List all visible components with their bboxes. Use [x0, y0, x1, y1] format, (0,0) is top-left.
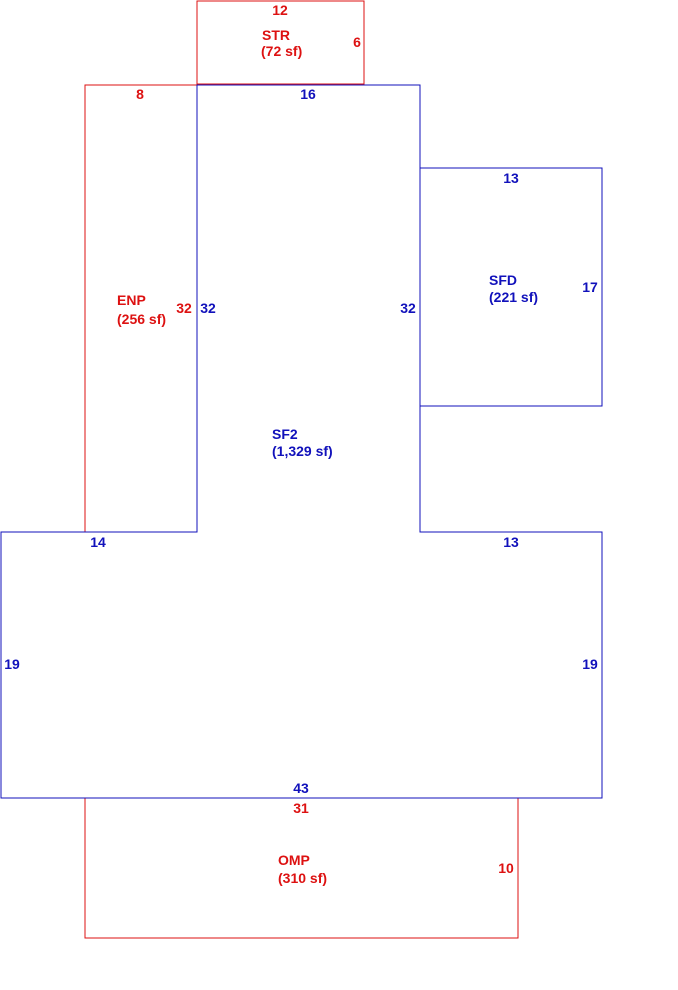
- omp-area-label: (310 sf): [278, 870, 327, 886]
- enp-area-label: (256 sf): [117, 311, 166, 327]
- sf2-area-outline: [0, 84, 603, 799]
- dim-omp-top: 31: [293, 800, 309, 816]
- omp-area-outline: [84, 797, 519, 939]
- dim-sf2-left-upper: 32: [200, 300, 216, 316]
- dim-enp-right: 32: [176, 300, 192, 316]
- str-area-outline: [196, 0, 365, 85]
- dim-sf2-step-right: 13: [503, 534, 519, 550]
- dim-enp-top: 8: [136, 86, 144, 102]
- dim-sf2-right-upper: 32: [400, 300, 416, 316]
- dim-sfd-top: 13: [503, 170, 519, 186]
- dim-sf2-right-lower: 19: [582, 656, 598, 672]
- dim-str-top: 12: [272, 2, 288, 18]
- dim-sf2-top: 16: [300, 86, 316, 102]
- dim-sfd-right: 17: [582, 279, 598, 295]
- dim-sf2-step-left: 14: [90, 534, 106, 550]
- dim-sf2-left-lower: 19: [4, 656, 20, 672]
- sfd-code-label: SFD: [489, 272, 517, 288]
- sfd-area-label: (221 sf): [489, 289, 538, 305]
- dim-str-right: 6: [353, 34, 361, 50]
- enp-code-label: ENP: [117, 292, 146, 308]
- str-area-label: (72 sf): [261, 43, 302, 59]
- dim-omp-right: 10: [498, 860, 514, 876]
- omp-code-label: OMP: [278, 852, 310, 868]
- dim-sf2-bottom: 43: [293, 780, 309, 796]
- sf2-code-label: SF2: [272, 426, 298, 442]
- str-code-label: STR: [262, 27, 290, 43]
- sf2-area-label: (1,329 sf): [272, 443, 333, 459]
